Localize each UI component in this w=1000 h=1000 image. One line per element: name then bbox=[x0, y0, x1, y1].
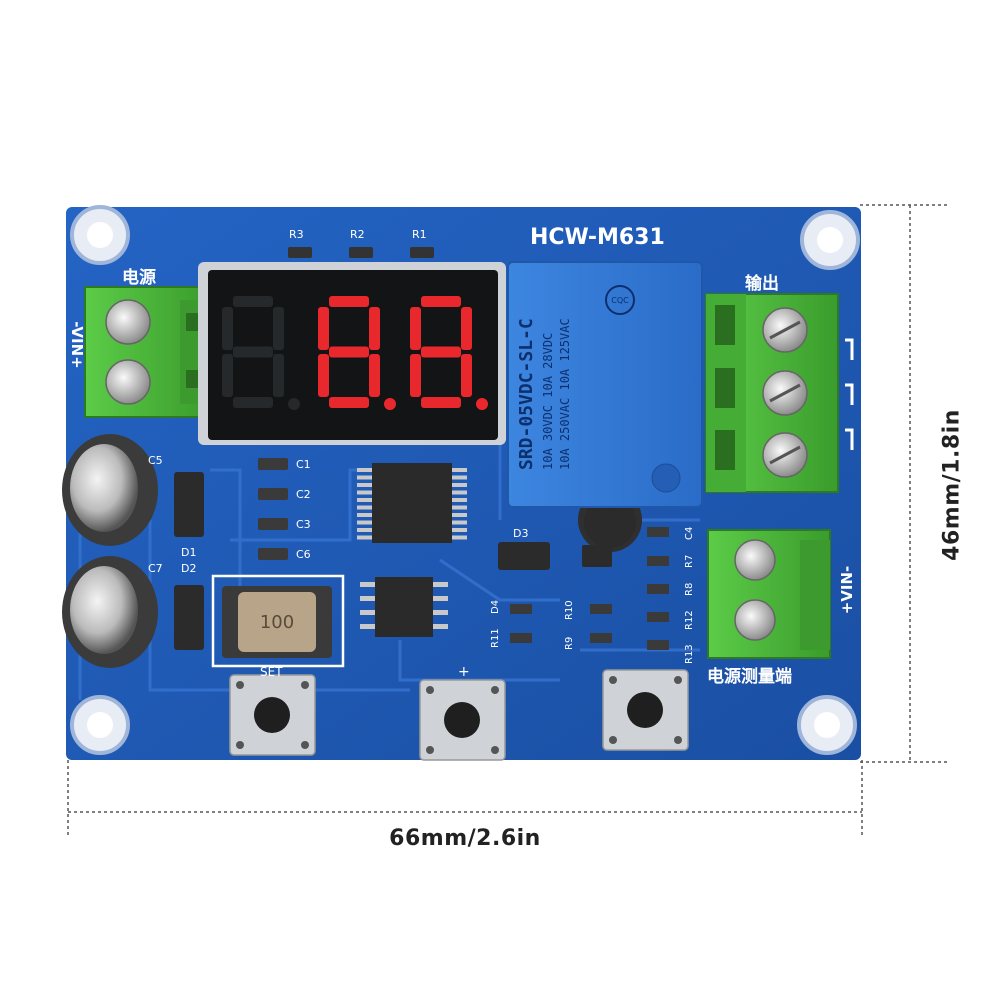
measure-terminal bbox=[707, 529, 831, 659]
relay-text-1: SRD-05VDC-SL-C bbox=[516, 318, 537, 470]
inductor-value: 100 bbox=[260, 612, 294, 633]
transistor bbox=[582, 545, 612, 567]
c2-label: C2 bbox=[296, 488, 311, 501]
output-silkscreen bbox=[845, 338, 854, 450]
output-terminal bbox=[705, 293, 839, 493]
display-digit bbox=[318, 296, 396, 410]
d4-label: D4 bbox=[490, 600, 501, 614]
diodes-left bbox=[174, 472, 204, 650]
r12-label: R12 bbox=[684, 610, 695, 630]
r10-label: R10 bbox=[564, 600, 575, 620]
plus-button[interactable] bbox=[419, 679, 506, 761]
c3-label: C3 bbox=[296, 518, 311, 531]
display-digit bbox=[222, 296, 300, 410]
dimension-lines bbox=[67, 204, 948, 835]
set-button[interactable] bbox=[229, 674, 316, 756]
set-label: SET bbox=[260, 665, 283, 679]
seven-segment-display bbox=[198, 262, 506, 445]
inductor bbox=[222, 586, 332, 658]
c6-label: C6 bbox=[296, 548, 311, 561]
d2-label: D2 bbox=[181, 562, 196, 575]
c7-label: C7 bbox=[148, 562, 163, 575]
d3-label: D3 bbox=[513, 527, 528, 540]
r7-label: R7 bbox=[684, 555, 695, 568]
power-label: 电源 bbox=[122, 267, 156, 288]
small-ic bbox=[360, 577, 448, 637]
r11-label: R11 bbox=[490, 628, 501, 648]
r2-label: R2 bbox=[350, 228, 365, 241]
c4-label: C4 bbox=[684, 527, 695, 540]
capacitor-c5 bbox=[62, 434, 158, 546]
mounting-holes bbox=[70, 205, 860, 755]
power-terminal bbox=[84, 286, 211, 418]
diode-d3 bbox=[498, 542, 550, 570]
r13-label: R13 bbox=[684, 644, 695, 664]
c1-label: C1 bbox=[296, 458, 311, 471]
measure-label: 电源测量端 bbox=[707, 666, 792, 687]
output-label: 输出 bbox=[745, 273, 779, 294]
relay-cert-mark: CQC bbox=[611, 296, 629, 305]
relay-text-3: 10A 250VAC 10A 125VAC bbox=[558, 318, 572, 470]
vin-right-label: +VIN- bbox=[838, 566, 856, 615]
smd-caps bbox=[258, 458, 288, 560]
r9-label: R9 bbox=[564, 637, 575, 650]
width-dimension: 66mm/2.6in bbox=[389, 826, 541, 851]
resistor-array bbox=[510, 527, 669, 650]
r3-label: R3 bbox=[289, 228, 304, 241]
minus-button[interactable] bbox=[602, 669, 689, 751]
r1-label: R1 bbox=[412, 228, 427, 241]
height-dimension: 46mm/1.8in bbox=[939, 409, 965, 561]
main-ic bbox=[357, 463, 467, 543]
plus-label: + bbox=[458, 664, 470, 680]
vin-left-label: -VIN+ bbox=[68, 321, 86, 368]
relay-text-2: 10A 30VDC 10A 28VDC bbox=[541, 333, 555, 470]
display-digit bbox=[410, 296, 488, 410]
c5-label: C5 bbox=[148, 454, 163, 467]
top-resistors: R3 R2 R1 bbox=[289, 228, 427, 241]
d1-label: D1 bbox=[181, 546, 196, 559]
capacitor-c7 bbox=[62, 556, 158, 668]
r8-label: R8 bbox=[684, 583, 695, 596]
model-label: HCW-M631 bbox=[530, 225, 665, 250]
